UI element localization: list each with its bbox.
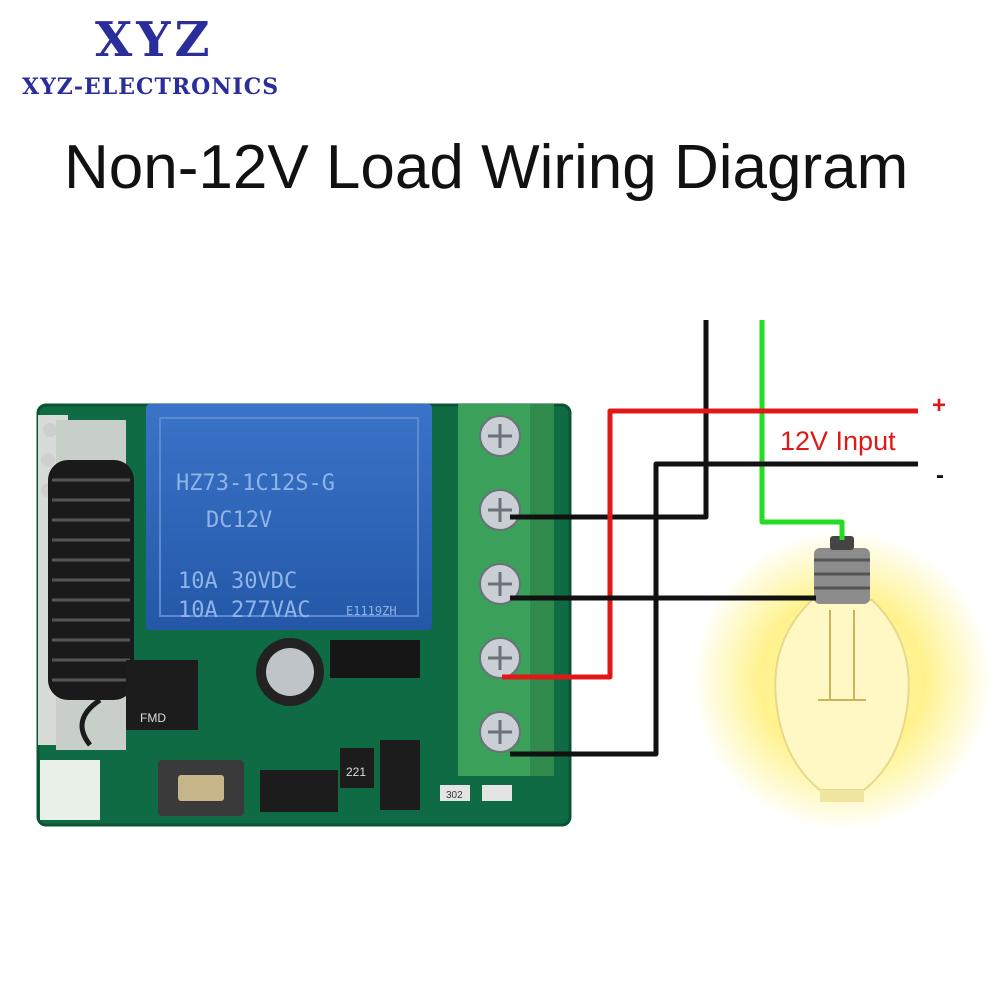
page-title: Non-12V Load Wiring Diagram xyxy=(64,133,909,202)
antenna-coil xyxy=(48,420,134,750)
wire-positive xyxy=(502,408,918,680)
relay-model: HZ73-1C12S-G xyxy=(176,471,335,496)
relay-cert: E1119ZH xyxy=(346,604,397,618)
light-bulb xyxy=(692,530,992,830)
wire-load-source xyxy=(510,320,709,520)
negative-sign: - xyxy=(936,462,944,489)
wire-load-green xyxy=(759,320,845,540)
part-302: 302 xyxy=(446,790,463,801)
terminal-block xyxy=(458,404,554,776)
relay-rating-dc: 10A 30VDC xyxy=(178,569,297,594)
chip-marking: FMD xyxy=(140,711,166,725)
relay xyxy=(146,404,432,630)
positive-sign: + xyxy=(932,392,947,419)
pcb-components xyxy=(126,638,512,816)
wire-negative xyxy=(510,461,918,757)
power-input-label: 12V Input xyxy=(780,426,896,456)
part-221: 221 xyxy=(346,765,366,779)
relay-rating-ac: 10A 277VAC xyxy=(178,598,310,623)
brand-logo: XYZ xyxy=(95,12,214,68)
brand-name: XYZ-ELECTRONICS xyxy=(22,74,280,100)
relay-coil: DC12V xyxy=(206,508,272,533)
